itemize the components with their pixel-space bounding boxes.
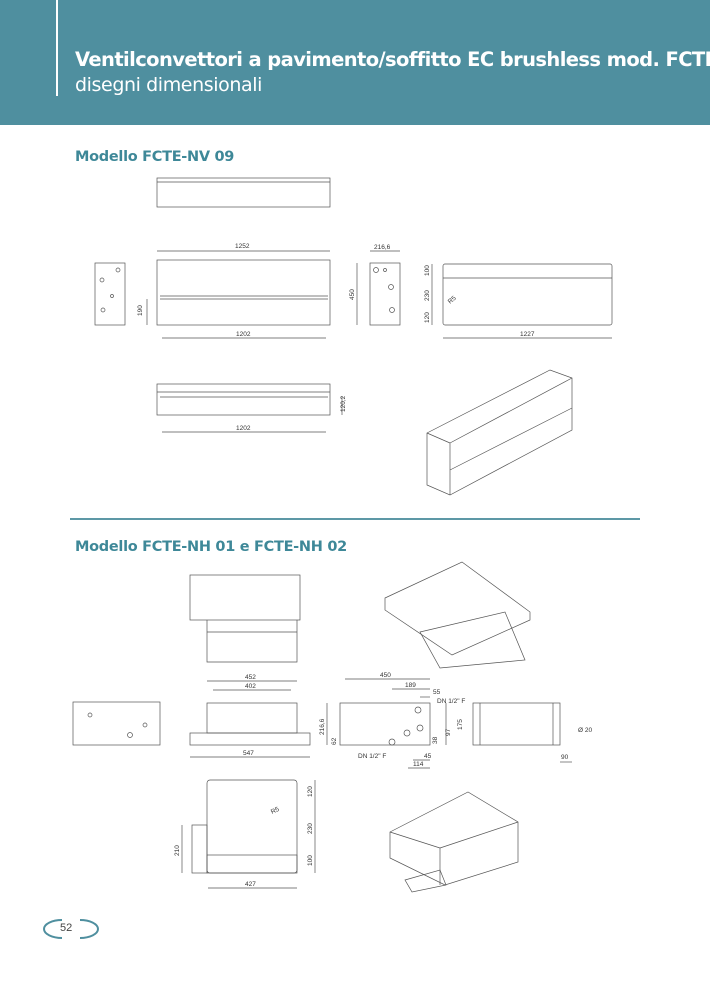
- dim-450: 450: [349, 289, 356, 300]
- dim-175: 175: [457, 719, 464, 730]
- dim-55: 55: [433, 689, 441, 696]
- dim-190: 190: [137, 305, 144, 316]
- dim-90: 90: [561, 754, 569, 761]
- section-title-nv09: Modello FCTE-NV 09: [75, 149, 235, 165]
- dim-38: 38: [432, 736, 439, 744]
- dim-45: 45: [424, 753, 432, 760]
- dim-97: 97: [445, 728, 452, 736]
- page-number-badge: [43, 919, 99, 939]
- dim-402: 402: [245, 683, 256, 690]
- dim-216-6-side: 216,6: [319, 718, 326, 735]
- dim-r5: R5: [447, 295, 458, 306]
- nv09-top-view: [156, 177, 331, 208]
- label-dn-top: DN 1/2" F: [437, 698, 465, 705]
- section-title-nh: Modello FCTE-NH 01 e FCTE-NH 02: [75, 539, 347, 555]
- nh-side-view: 450 189 55 DN 1/2" F 216,6 62 38 97 175 …: [319, 672, 465, 769]
- nv09-rear-view: 100 230 120 R5 1227: [424, 263, 613, 339]
- nh-plan-view: 210 120 230 100 R5 427: [174, 779, 316, 889]
- nh-isometric-view-2: [389, 791, 519, 893]
- dim-drain-diameter: Ø 20: [578, 727, 592, 734]
- dim-210: 210: [174, 845, 181, 856]
- nh-top-plan-view: [189, 574, 301, 663]
- dim-120-2: 120,2: [340, 395, 347, 412]
- dim-plan-100: 100: [307, 855, 314, 866]
- dim-547: 547: [243, 750, 254, 757]
- dim-120: 120: [424, 312, 431, 323]
- nv09-left-side-view: [94, 262, 126, 326]
- dim-216-6: 216,6: [374, 244, 391, 251]
- dim-1227: 1227: [520, 331, 535, 338]
- nv09-bottom-view: 1202 120,2: [156, 383, 347, 433]
- dim-100: 100: [424, 265, 431, 276]
- section-divider: [70, 518, 640, 520]
- nv09-right-side-view: 216,6 450: [349, 244, 401, 326]
- nh-isometric-view: [384, 561, 531, 669]
- dim-bottom-1202: 1202: [236, 425, 251, 432]
- header-rule: [56, 0, 58, 96]
- dim-plan-230: 230: [307, 823, 314, 834]
- nv09-front-view: 1252 190 1202: [137, 243, 331, 339]
- label-dn-bottom: DN 1/2" F: [358, 753, 386, 760]
- nh-left-side-view: [72, 701, 161, 746]
- dim-plan-120: 120: [307, 786, 314, 797]
- page-title: Ventilconvettori a pavimento/soffitto EC…: [75, 48, 710, 71]
- dim-side-450: 450: [380, 672, 391, 679]
- dim-230: 230: [424, 290, 431, 301]
- nv09-isometric-view: [426, 369, 573, 496]
- page-subtitle: disegni dimensionali: [75, 74, 262, 96]
- dim-plan-r5: R5: [270, 806, 281, 816]
- nh-front-view: 452 402 547: [189, 674, 311, 758]
- page-number: 52: [60, 922, 73, 934]
- page-header: Ventilconvettori a pavimento/soffitto EC…: [0, 0, 710, 125]
- dim-452: 452: [245, 674, 256, 681]
- dim-189: 189: [405, 682, 416, 689]
- dim-114: 114: [413, 761, 424, 768]
- dim-1252: 1252: [235, 243, 250, 250]
- dim-1202: 1202: [236, 331, 251, 338]
- dim-427: 427: [245, 881, 256, 888]
- dim-62: 62: [331, 737, 338, 745]
- nh-rear-view: Ø 20 90: [472, 702, 592, 763]
